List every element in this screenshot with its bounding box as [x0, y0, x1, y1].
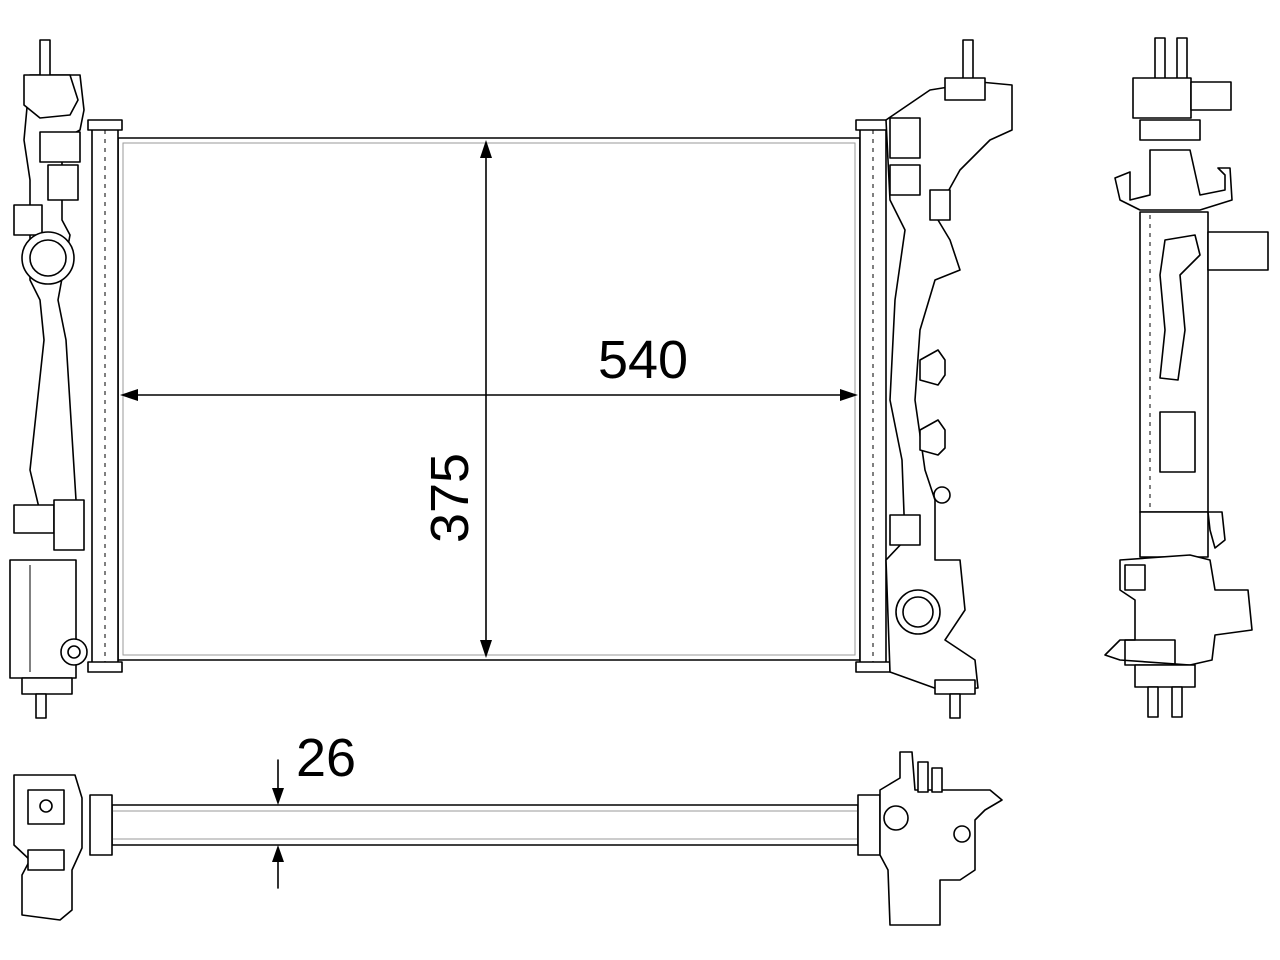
right-tank — [855, 39, 1013, 719]
left-tank — [9, 39, 123, 719]
side-view — [1104, 37, 1269, 718]
height-dimension: 375 — [420, 140, 492, 658]
width-dimension: 540 — [120, 330, 858, 401]
depth-dimension: 26 — [272, 728, 356, 889]
width-value: 540 — [598, 330, 688, 390]
height-value: 375 — [420, 453, 480, 543]
front-view: 540 375 — [9, 39, 1013, 719]
radiator-core — [117, 137, 861, 661]
depth-value: 26 — [296, 728, 356, 788]
bottom-view: 26 — [13, 728, 1003, 926]
